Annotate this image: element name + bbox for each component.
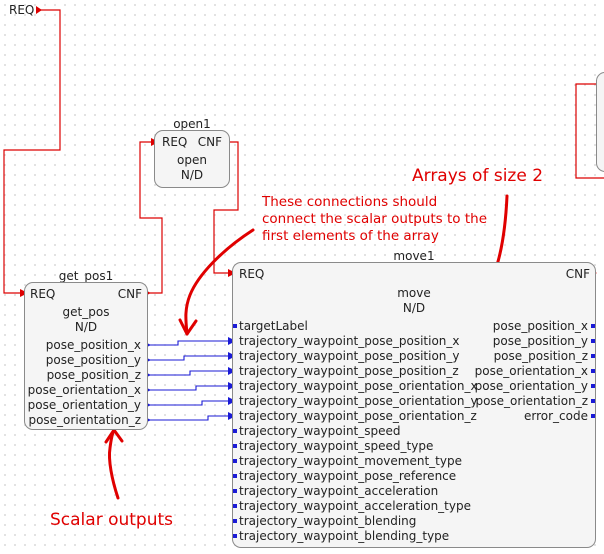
move1-output-port-5[interactable] — [591, 399, 595, 403]
data-connection-orientation-y[interactable] — [150, 400, 234, 406]
getpos1-output-2[interactable]: pose_position_z — [46, 368, 141, 382]
data-connection-position-z[interactable] — [150, 370, 234, 376]
move1-input-12[interactable]: trajectory_waypoint_acceleration_type — [239, 499, 471, 513]
move1-output-port-6[interactable] — [591, 414, 595, 418]
move1-output-port-0[interactable] — [591, 324, 595, 328]
getpos1-output-4[interactable]: pose_orientation_y — [27, 398, 141, 412]
move1-input-port-11[interactable] — [233, 489, 237, 493]
annotation-scalar: Scalar outputs — [50, 510, 174, 530]
move1-event-in[interactable]: REQ — [239, 267, 265, 281]
move1-status: N/D — [402, 301, 426, 315]
getpos1-output-1[interactable]: pose_position_y — [45, 353, 141, 367]
getpos1-event-out[interactable]: CNF — [117, 287, 142, 301]
move1-output-port-3[interactable] — [591, 369, 595, 373]
move1-block[interactable] — [232, 262, 596, 548]
event-connection-req-top[interactable] — [3, 9, 61, 294]
getpos1-output-5[interactable]: pose_orientation_z — [28, 413, 141, 427]
move1-input-port-8[interactable] — [233, 444, 237, 448]
move1-input-7[interactable]: trajectory_waypoint_speed — [239, 424, 401, 438]
move1-input-4[interactable]: trajectory_waypoint_pose_orientation_x — [239, 379, 478, 393]
move1-instance-name: move1 — [393, 249, 435, 263]
open1-event-in[interactable]: REQ — [162, 135, 188, 149]
getpos1-output-0[interactable]: pose_position_x — [45, 338, 141, 352]
open1-event-out[interactable]: CNF — [197, 135, 222, 149]
getpos1-status: N/D — [74, 320, 98, 334]
move1-input-10[interactable]: trajectory_waypoint_pose_reference — [239, 469, 457, 483]
data-port-arrows — [143, 337, 236, 424]
move1-input-2[interactable]: trajectory_waypoint_pose_position_y — [239, 349, 460, 363]
move1-input-8[interactable]: trajectory_waypoint_speed_type — [239, 439, 434, 453]
event-connection-open-cnf-to-move-req[interactable] — [213, 141, 239, 274]
getpos1-instance-name: get_pos1 — [58, 269, 114, 283]
move1-input-13[interactable]: trajectory_waypoint_blending — [239, 514, 417, 528]
move1-type-name: move — [397, 286, 431, 300]
data-connection-orientation-z[interactable] — [150, 415, 234, 421]
move1-input-port-10[interactable] — [233, 474, 237, 478]
annotation-connections-line-3: first elements of the array — [262, 228, 439, 244]
move1-output-5[interactable]: pose_orientation_z — [475, 394, 588, 408]
open1-instance-name: open1 — [173, 117, 211, 131]
move1-output-2[interactable]: pose_position_z — [493, 349, 588, 363]
move1-output-port-1[interactable] — [591, 339, 595, 343]
move1-output-port-4[interactable] — [591, 384, 595, 388]
move1-input-3[interactable]: trajectory_waypoint_pose_position_z — [239, 364, 459, 378]
getpos1-output-3[interactable]: pose_orientation_x — [27, 383, 141, 397]
data-connections — [150, 340, 234, 421]
move1-input-port-13[interactable] — [233, 519, 237, 523]
move1-output-port-2[interactable] — [591, 354, 595, 358]
move1-output-4[interactable]: pose_orientation_y — [474, 379, 588, 393]
annotation-arrow-connections — [184, 228, 255, 336]
move1-input-9[interactable]: trajectory_waypoint_movement_type — [239, 454, 462, 468]
annotation-connections-line-1: These connections should — [262, 194, 438, 210]
move1-input-6[interactable]: trajectory_waypoint_pose_orientation_z — [239, 409, 477, 423]
top-left-event-label: REQ — [9, 3, 35, 17]
open1-block[interactable] — [154, 130, 230, 188]
move1-event-out[interactable]: CNF — [565, 267, 590, 281]
move1-input-0[interactable]: targetLabel — [239, 319, 308, 333]
annotation-arrays: Arrays of size 2 — [412, 166, 544, 186]
move1-output-1[interactable]: pose_position_y — [492, 334, 588, 348]
move1-input-port-14[interactable] — [233, 534, 237, 538]
move1-output-3[interactable]: pose_orientation_x — [474, 364, 588, 378]
move1-input-1[interactable]: trajectory_waypoint_pose_position_x — [239, 334, 460, 348]
annotation-connections-line-2: connect the scalar outputs to the — [262, 211, 487, 227]
event-port-arrow-top-req — [36, 6, 42, 14]
move1-input-11[interactable]: trajectory_waypoint_acceleration — [239, 484, 439, 498]
move1-output-0[interactable]: pose_position_x — [492, 319, 588, 333]
move1-input-port-9[interactable] — [233, 459, 237, 463]
open1-status: N/D — [180, 168, 204, 182]
move1-input-port-12[interactable] — [233, 504, 237, 508]
getpos1-block[interactable] — [24, 282, 148, 430]
data-connection-orientation-x[interactable] — [150, 385, 234, 391]
data-connection-position-x[interactable] — [150, 340, 234, 346]
move1-input-14[interactable]: trajectory_waypoint_blending_type — [239, 529, 450, 543]
move1-input-5[interactable]: trajectory_waypoint_pose_orientation_y — [239, 394, 478, 408]
event-connection-getpos-cnf-to-open-req[interactable] — [139, 141, 163, 294]
annotation-arrow-scalar — [108, 428, 120, 500]
event-connection-right-edge[interactable] — [575, 83, 604, 179]
getpos1-event-in[interactable]: REQ — [30, 287, 56, 301]
move1-input-port-0[interactable] — [233, 324, 237, 328]
open1-type-name: open — [177, 153, 207, 167]
move1-output-6[interactable]: error_code — [524, 409, 588, 423]
move1-input-port-7[interactable] — [233, 429, 237, 433]
offscreen-block-edge[interactable] — [596, 72, 604, 172]
data-connection-position-y[interactable] — [150, 355, 234, 361]
getpos1-type-name: get_pos — [62, 305, 110, 319]
